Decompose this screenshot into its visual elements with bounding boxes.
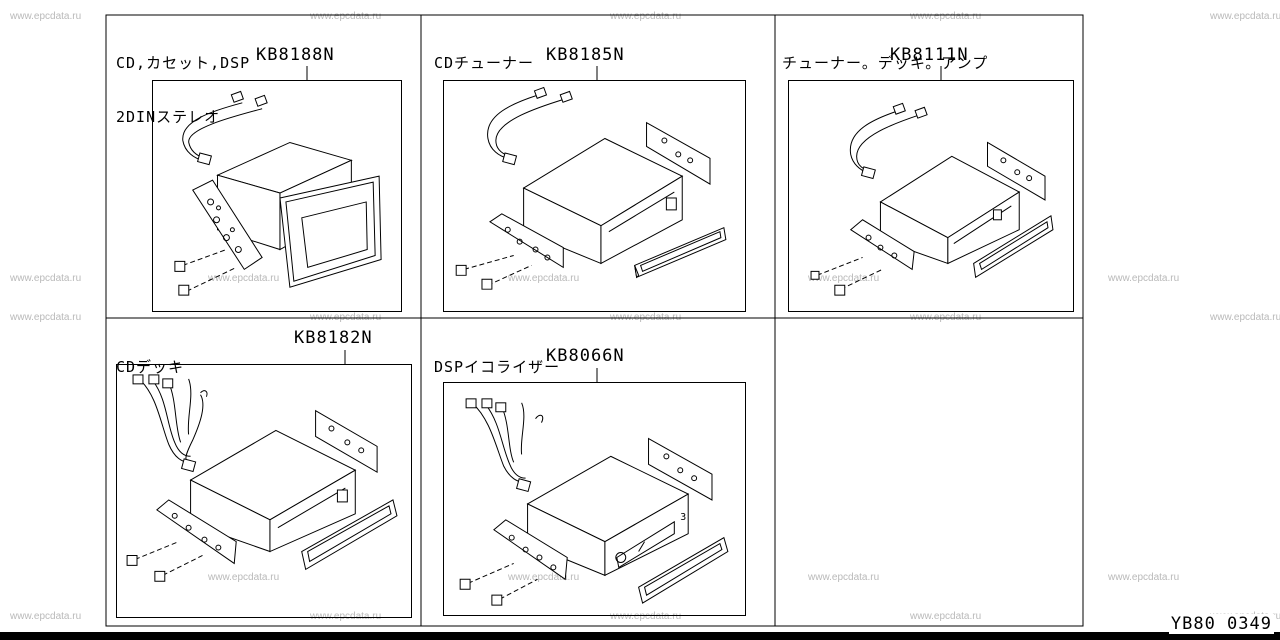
cell-title-line: CDデッキ (116, 358, 185, 376)
cell-title-line: CD,カセット,DSP (116, 54, 251, 72)
sheet-id: YB80 0349 (1168, 614, 1274, 634)
part-illustration-frame[interactable] (443, 80, 746, 312)
part-code[interactable]: KB8188N (256, 45, 335, 65)
part-illustration-frame[interactable] (116, 364, 412, 618)
watermark: www.epcdata.ru (10, 312, 82, 323)
watermark: www.epcdata.ru (1108, 273, 1180, 284)
dsp-equalizer-illustration: 3 (459, 398, 729, 606)
watermark: www.epcdata.ru (1210, 11, 1280, 22)
cell-title: CDデッキ (116, 322, 184, 412)
cd-deck-illustration (126, 374, 398, 582)
watermark: www.epcdata.ru (310, 611, 382, 622)
part-illustration-frame[interactable]: 3 (443, 382, 746, 616)
part-code[interactable]: KB8066N (546, 346, 625, 366)
part-illustration-frame[interactable] (152, 80, 402, 312)
watermark: www.epcdata.ru (10, 611, 82, 622)
cell-title-line: CDチューナー (434, 54, 535, 72)
footer-bar (0, 632, 1280, 640)
watermark: www.epcdata.ru (508, 273, 580, 284)
cell-title: チューナー。デッキ。アンプ (782, 18, 988, 108)
cell-title: DSPイコライザー (434, 322, 560, 412)
cell-title-line: チューナー。デッキ。アンプ (782, 54, 989, 72)
watermark: www.epcdata.ru (208, 273, 280, 284)
watermark: www.epcdata.ru (508, 572, 580, 583)
part-illustration-frame[interactable] (788, 80, 1074, 312)
unit-marking: 3 (680, 512, 686, 523)
watermark: www.epcdata.ru (10, 11, 82, 22)
part-code[interactable]: KB8185N (546, 45, 625, 65)
cell-title-line: DSPイコライザー (434, 358, 561, 376)
stereo-2din-illustration (174, 90, 382, 296)
cd-tuner-illustration (455, 86, 727, 290)
watermark: www.epcdata.ru (808, 273, 880, 284)
part-code[interactable]: KB8182N (294, 328, 373, 348)
part-code[interactable]: KB8111N (890, 45, 969, 65)
tuner-deck-amp-illustration (810, 102, 1054, 296)
empty-cell (776, 319, 1082, 625)
watermark: www.epcdata.ru (910, 611, 982, 622)
watermark: www.epcdata.ru (610, 11, 682, 22)
watermark: www.epcdata.ru (610, 611, 682, 622)
watermark: www.epcdata.ru (1108, 572, 1180, 583)
watermark: www.epcdata.ru (208, 572, 280, 583)
watermark: www.epcdata.ru (310, 11, 382, 22)
watermark: www.epcdata.ru (10, 273, 82, 284)
cell-title: CDチューナー (434, 18, 534, 108)
watermark: www.epcdata.ru (910, 11, 982, 22)
watermark: www.epcdata.ru (1210, 312, 1280, 323)
watermark: www.epcdata.ru (808, 572, 880, 583)
